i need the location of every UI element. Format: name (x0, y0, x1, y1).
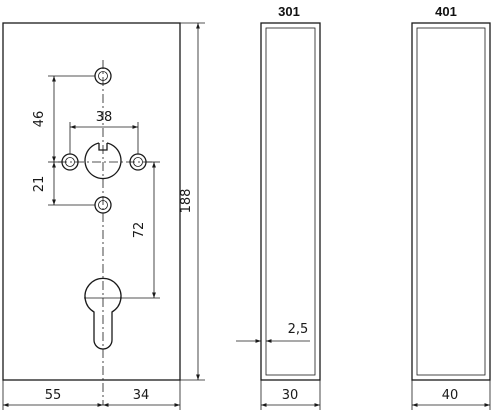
front-plate (2, 22, 181, 405)
knob-cutout (84, 142, 122, 180)
keyhole-cutout (84, 277, 122, 350)
profile-301-title: 301 (278, 4, 300, 19)
dim-46: 46 (32, 111, 47, 128)
dim-72: 72 (132, 222, 147, 239)
dim-34: 34 (133, 388, 150, 403)
dim-30: 30 (282, 388, 299, 403)
dim-40: 40 (442, 388, 459, 403)
plate-outline (2, 22, 181, 381)
profile-401-inner (416, 27, 486, 376)
profile-301-outer (260, 22, 321, 381)
profile-401-outer (411, 22, 491, 381)
dim-wall-2-5: 2,5 (288, 322, 309, 337)
dim-55: 55 (45, 388, 62, 403)
plate-dimensions: 46 21 38 72 188 55 34 (2, 22, 205, 410)
dim-188: 188 (179, 189, 194, 214)
profile-401: 401 40 (411, 4, 491, 410)
profile-401-title: 401 (435, 4, 457, 19)
profile-301-inner (265, 27, 316, 376)
dim-38: 38 (96, 110, 113, 125)
profile-301: 301 2,5 30 (236, 4, 321, 410)
dim-21: 21 (32, 176, 47, 193)
